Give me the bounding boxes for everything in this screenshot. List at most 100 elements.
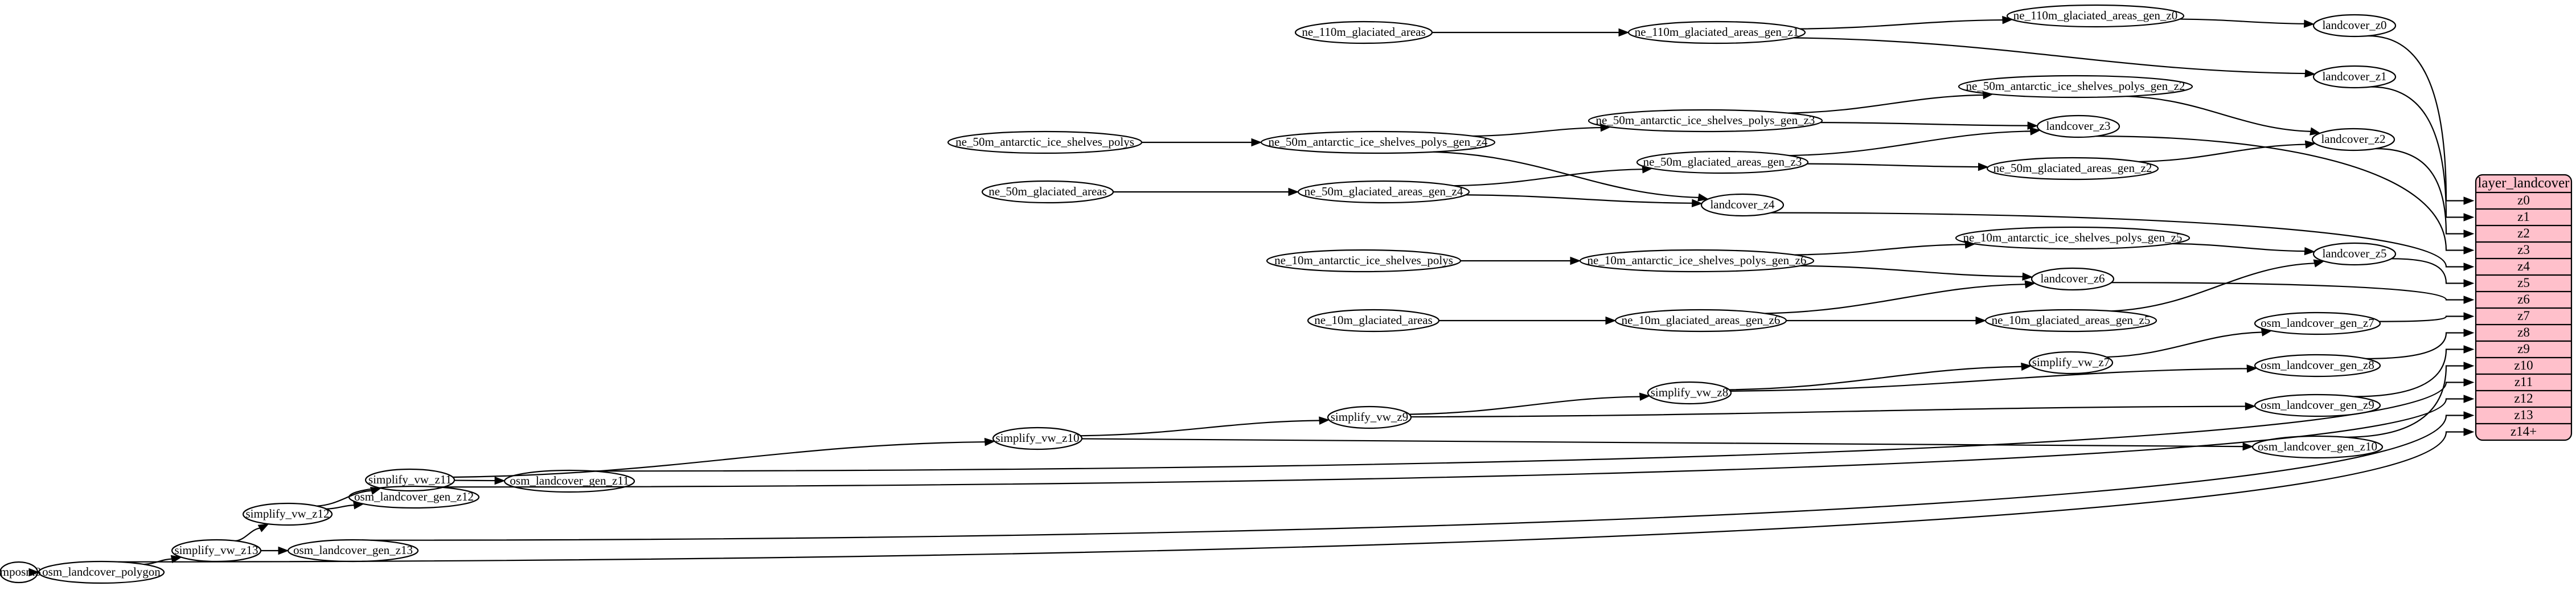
node-simplify_vw_z11[interactable]: simplify_vw_z11	[364, 468, 456, 492]
edge-path	[1800, 19, 2003, 30]
record-row-z7[interactable]: z7	[2517, 309, 2530, 323]
edge-arrowhead	[170, 555, 182, 563]
node-osm_landcover_gen_z11[interactable]: osm_landcover_gen_z11	[503, 469, 635, 493]
node-osm_landcover_gen_z9[interactable]: osm_landcover_gen_z9	[2254, 393, 2381, 417]
edge-path	[1472, 126, 1602, 137]
edge-simplify_vw_z11-to-simplify_vw_z10	[453, 437, 996, 478]
node-label: imposm3	[0, 565, 41, 579]
edge-path	[2379, 315, 2464, 322]
node-ne_50m_antarctic_ice_shelves_polys_gen_z4[interactable]: ne_50m_antarctic_ice_shelves_polys_gen_z…	[1260, 130, 1496, 154]
edge-arrowhead	[2303, 19, 2315, 28]
edge-simplify_vw_z10-to-simplify_vw_z9	[1080, 416, 1330, 437]
edge-osm_landcover_gen_z8-to-layer_landcover-z8	[2365, 329, 2475, 359]
node-ne_50m_antarctic_ice_shelves_polys_gen_z3[interactable]: ne_50m_antarctic_ice_shelves_polys_gen_z…	[1588, 109, 1823, 133]
edge-ne_50m_glaciated_areas_gen_z4-to-ne_50m_glaciated_areas_gen_z3	[1454, 165, 1653, 187]
node-ellipse	[992, 427, 1083, 450]
node-landcover_z3[interactable]: landcover_z3	[2036, 114, 2120, 138]
node-landcover_z4[interactable]: landcover_z4	[1700, 193, 1785, 217]
edge-path	[1409, 396, 1641, 415]
node-ne_10m_antarctic_ice_shelves_polys_gen_z5[interactable]: ne_10m_antarctic_ice_shelves_polys_gen_z…	[1955, 226, 2191, 250]
record-row-z6[interactable]: z6	[2517, 292, 2530, 306]
node-label: osm_landcover_gen_z13	[293, 543, 413, 557]
node-simplify_vw_z13[interactable]: simplify_vw_z13	[171, 539, 262, 563]
node-ne_10m_glaciated_areas_gen_z6[interactable]: ne_10m_glaciated_areas_gen_z6	[1614, 309, 1787, 333]
node-simplify_vw_z9[interactable]: simplify_vw_z9	[1327, 405, 1412, 429]
node-landcover_z5[interactable]: landcover_z5	[2312, 242, 2397, 266]
edge-osm_landcover_gen_z9-to-layer_landcover-z9	[2353, 345, 2475, 397]
edge-osm_landcover_polygon-to-layer_landcover-z14+	[118, 428, 2475, 563]
node-label: ne_50m_antarctic_ice_shelves_polys_gen_z…	[1269, 135, 1488, 149]
node-ellipse	[242, 502, 333, 526]
edge-arrowhead	[1605, 316, 1617, 325]
edge-path	[453, 441, 986, 478]
node-ne_50m_antarctic_ice_shelves_polys[interactable]: ne_50m_antarctic_ice_shelves_polys	[947, 130, 1143, 154]
node-ne_50m_glaciated_areas_gen_z4[interactable]: ne_50m_glaciated_areas_gen_z4	[1297, 180, 1470, 204]
node-ellipse	[1297, 180, 1470, 204]
node-ne_50m_glaciated_areas_gen_z3[interactable]: ne_50m_glaciated_areas_gen_z3	[1636, 150, 1809, 174]
node-landcover_z2[interactable]: landcover_z2	[2311, 128, 2395, 151]
record-row-z1[interactable]: z1	[2517, 210, 2530, 224]
node-ellipse	[1984, 309, 2157, 333]
node-osm_landcover_gen_z7[interactable]: osm_landcover_gen_z7	[2254, 311, 2381, 335]
node-ellipse	[1627, 20, 1806, 44]
node-ne_110m_glaciated_areas[interactable]: ne_110m_glaciated_areas	[1294, 20, 1433, 44]
edge-arrowhead	[984, 437, 996, 446]
record-row-z11[interactable]: z11	[2515, 375, 2533, 389]
node-ne_10m_glaciated_areas_gen_z5[interactable]: ne_10m_glaciated_areas_gen_z5	[1984, 309, 2157, 333]
edge-path	[1789, 130, 2031, 157]
edge-arrowhead	[2463, 213, 2475, 222]
record-row-z13[interactable]: z13	[2514, 408, 2533, 422]
node-ne_110m_glaciated_areas_gen_z0[interactable]: ne_110m_glaciated_areas_gen_z0	[2006, 4, 2185, 28]
node-ne_50m_glaciated_areas_gen_z2[interactable]: ne_50m_glaciated_areas_gen_z2	[1986, 157, 2159, 181]
node-ne_10m_antarctic_ice_shelves_polys_gen_z6[interactable]: ne_10m_antarctic_ice_shelves_polys_gen_z…	[1579, 249, 1815, 273]
node-label: landcover_z5	[2322, 247, 2386, 260]
node-ne_50m_glaciated_areas[interactable]: ne_50m_glaciated_areas	[981, 180, 1114, 204]
node-ne_50m_antarctic_ice_shelves_polys_gen_z2[interactable]: ne_50m_antarctic_ice_shelves_polys_gen_z…	[1958, 75, 2193, 99]
record-row-z10[interactable]: z10	[2514, 358, 2533, 372]
record-row-z9[interactable]: z9	[2517, 342, 2530, 356]
node-osm_landcover_gen_z12[interactable]: osm_landcover_gen_z12	[348, 485, 480, 509]
node-landcover_z6[interactable]: landcover_z6	[2031, 267, 2115, 291]
edge-ne_110m_glaciated_areas_gen_z0-to-landcover_z0	[2180, 18, 2315, 28]
node-landcover_z0[interactable]: landcover_z0	[2312, 14, 2397, 38]
node-ne_10m_glaciated_areas[interactable]: ne_10m_glaciated_areas	[1307, 309, 1440, 333]
node-simplify_vw_z7[interactable]: simplify_vw_z7	[2028, 351, 2114, 375]
node-landcover_z1[interactable]: landcover_z1	[2312, 65, 2397, 89]
node-ellipse	[348, 485, 480, 509]
node-ne_10m_antarctic_ice_shelves_polys[interactable]: ne_10m_antarctic_ice_shelves_polys	[1266, 249, 1462, 273]
node-label: landcover_z2	[2321, 132, 2385, 146]
record-row-z3[interactable]: z3	[2517, 243, 2530, 257]
record-row-z2[interactable]: z2	[2517, 226, 2530, 240]
edge-arrowhead	[2463, 279, 2475, 288]
record-row-z5[interactable]: z5	[2517, 276, 2530, 290]
node-ellipse	[1700, 193, 1785, 217]
edge-arrowhead	[2304, 140, 2316, 149]
record-row-z8[interactable]: z8	[2517, 325, 2530, 339]
node-osm_landcover_polygon[interactable]: osm_landcover_polygon	[38, 560, 165, 584]
node-ne_110m_glaciated_areas_gen_z1[interactable]: ne_110m_glaciated_areas_gen_z1	[1627, 20, 1806, 44]
edge-path	[118, 431, 2464, 563]
record-row-z4[interactable]: z4	[2517, 259, 2530, 273]
node-osm_landcover_gen_z10[interactable]: osm_landcover_gen_z10	[2251, 435, 2384, 459]
node-simplify_vw_z10[interactable]: simplify_vw_z10	[992, 427, 1083, 450]
record-row-z12[interactable]: z12	[2514, 391, 2533, 405]
edge-simplify_vw_z9-to-simplify_vw_z8	[1409, 392, 1651, 415]
record-title: layer_landcover	[2477, 175, 2570, 191]
node-ellipse	[1647, 381, 1732, 405]
node-simplify_vw_z12[interactable]: simplify_vw_z12	[242, 502, 333, 526]
edge-arrowhead	[2463, 362, 2475, 370]
edge-path	[1410, 405, 2246, 418]
node-osm_landcover_gen_z13[interactable]: osm_landcover_gen_z13	[287, 539, 419, 563]
record-row-z14+[interactable]: z14+	[2511, 424, 2537, 438]
record-row-z0[interactable]: z0	[2517, 193, 2530, 207]
edge-arrowhead	[2463, 378, 2475, 387]
edge-path	[2391, 258, 2464, 284]
node-ellipse	[0, 561, 39, 584]
node-simplify_vw_z8[interactable]: simplify_vw_z8	[1647, 381, 1732, 405]
node-imposm3[interactable]: imposm3	[0, 561, 41, 584]
node-label: simplify_vw_z10	[996, 431, 1080, 445]
edge-arrowhead	[1697, 193, 1709, 202]
node-osm_landcover_gen_z8[interactable]: osm_landcover_gen_z8	[2254, 354, 2381, 378]
